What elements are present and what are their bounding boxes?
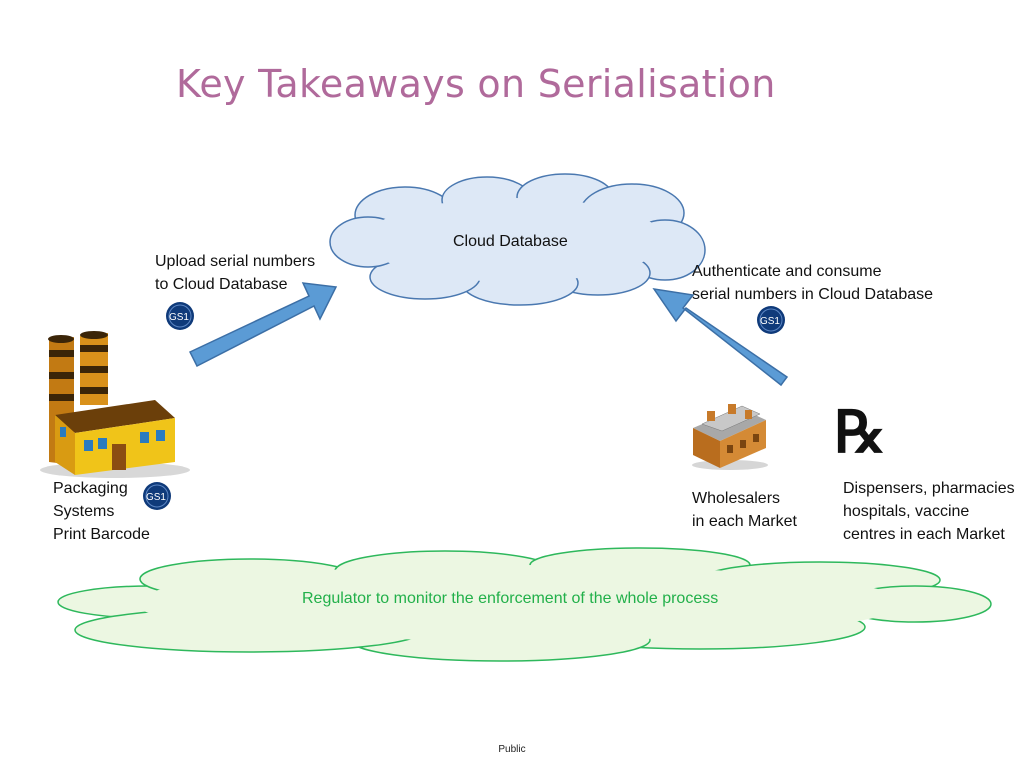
upload-arrow — [188, 282, 338, 368]
authenticate-label-line1: Authenticate and consume — [692, 263, 882, 280]
regulator-label: Regulator to monitor the enforcement of … — [302, 590, 719, 607]
wholesalers-label-line2: in each Market — [692, 513, 797, 530]
authenticate-label-line2: serial numbers in Cloud Database — [692, 286, 934, 303]
wholesalers-label: Wholesalers in each Market — [692, 487, 797, 533]
upload-label: Upload serial numbers to Cloud Database — [155, 250, 315, 296]
authenticate-arrow — [652, 287, 789, 387]
svg-text:GS1: GS1 — [146, 492, 166, 503]
dispensers-label-line1: Dispensers, pharmacies — [843, 480, 1015, 497]
packaging-label-line3: Print Barcode — [53, 526, 150, 543]
upload-label-line2: to Cloud Database — [155, 276, 288, 293]
dispensers-label: Dispensers, pharmacies hospitals, vaccin… — [843, 477, 1024, 546]
packaging-label-line2: Systems — [53, 503, 115, 520]
rx-icon: ℞ — [834, 398, 886, 466]
cloud-database-shape — [329, 173, 706, 306]
packaging-label-line1: Packaging — [53, 480, 128, 497]
slide-title: Key Takeaways on Serialisation — [176, 62, 776, 106]
svg-text:GS1: GS1 — [169, 312, 189, 323]
footer-classification: Public — [498, 744, 526, 755]
cloud-database-label: Cloud Database — [453, 233, 568, 250]
warehouse-icon — [692, 404, 768, 470]
upload-label-line1: Upload serial numbers — [155, 253, 316, 270]
dispensers-label-line3: centres in each Market — [843, 526, 1005, 543]
wholesalers-label-line1: Wholesalers — [692, 490, 781, 507]
factory-icon — [40, 331, 190, 478]
packaging-label: Packaging Systems Print Barcode — [53, 477, 150, 546]
gs1-logo-icon: GS1 — [143, 482, 171, 510]
dispensers-label-line2: hospitals, vaccine — [843, 503, 970, 520]
gs1-logo-icon: GS1 — [757, 306, 785, 334]
authenticate-label: Authenticate and consume serial numbers … — [692, 260, 933, 306]
gs1-logo-icon: GS1 — [166, 302, 194, 330]
regulator-cloud-shape — [57, 547, 992, 662]
svg-text:GS1: GS1 — [760, 316, 780, 327]
